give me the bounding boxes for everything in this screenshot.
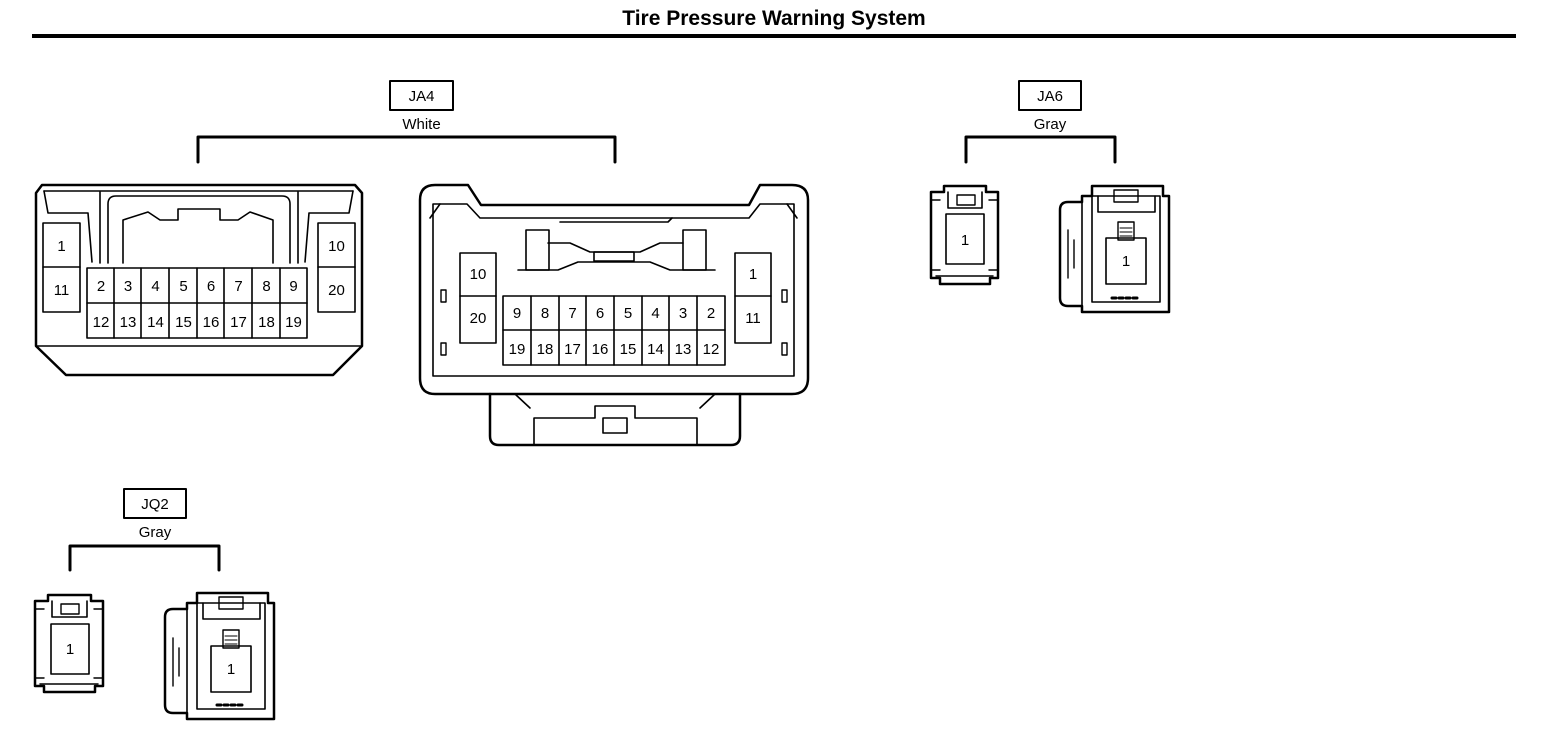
ja4-code: JA4 (409, 88, 435, 105)
ja4-male-pin: 1 (57, 238, 65, 255)
ja4-male-pin: 2 (97, 278, 105, 295)
ja4-male-pin: 4 (151, 278, 159, 295)
ja4-female-pin: 6 (596, 305, 604, 322)
ja4-male-pin: 6 (207, 278, 215, 295)
ja6-text: JA6 Gray 1 1 (961, 88, 1130, 270)
ja4-male-pin: 17 (230, 314, 247, 331)
jq2-text: JQ2 Gray 1 1 (66, 496, 235, 678)
ja4-male-connector (34, 183, 364, 377)
ja4-male-pin: 16 (203, 314, 220, 331)
ja4-male-pin: 11 (54, 282, 70, 299)
ja6-color: Gray (1034, 116, 1067, 133)
ja4-bracket (196, 135, 617, 164)
ja4-male-pin: 12 (93, 314, 110, 331)
ja4-male-pin: 18 (258, 314, 275, 331)
jq2-male-pin: 1 (66, 641, 74, 658)
ja4-male-pin: 5 (179, 278, 187, 295)
ja4-male-pin: 7 (234, 278, 242, 295)
ja4-male-pin: 9 (289, 278, 297, 295)
jq2-female-connector (163, 591, 276, 721)
ja4-female-pin: 12 (703, 341, 720, 358)
ja4-code-box (389, 80, 454, 111)
ja4-female-pin: 14 (647, 341, 664, 358)
ja4-female-connector (418, 183, 810, 447)
ja4-color: White (402, 116, 440, 133)
ja4-male-pin: 15 (175, 314, 192, 331)
ja6-female-pin: 1 (1122, 253, 1130, 270)
ja4-female-pin: 7 (568, 305, 576, 322)
ja4-male-pin: 13 (120, 314, 137, 331)
ja4-female-pin: 8 (541, 305, 549, 322)
ja4-male-pin: 19 (285, 314, 302, 331)
ja4-male-pin: 14 (147, 314, 164, 331)
ja4-male-pin: 20 (328, 282, 345, 299)
ja4-female-pin: 16 (592, 341, 609, 358)
ja4-female-pin: 3 (679, 305, 687, 322)
connector-ja6 (929, 80, 1171, 314)
title-rule (32, 34, 1516, 38)
jq2-female-pin: 1 (227, 661, 235, 678)
ja6-male-connector (929, 184, 1000, 286)
ja4-female-pin: 2 (707, 305, 715, 322)
jq2-male-connector (33, 593, 105, 694)
ja4-female-pin: 9 (513, 305, 521, 322)
ja4-female-pin: 5 (624, 305, 632, 322)
ja6-female-connector (1058, 184, 1171, 314)
page-title: Tire Pressure Warning System (622, 7, 926, 30)
ja4-text: JA4 White 1 11 10 20 2 3 4 5 6 7 8 9 12 … (54, 88, 761, 358)
ja4-female-pin: 4 (651, 305, 659, 322)
jq2-bracket (68, 544, 221, 572)
ja4-male-pin: 8 (262, 278, 270, 295)
connector-jq2 (33, 488, 276, 721)
ja4-female-pin: 18 (537, 341, 554, 358)
ja4-male-pin: 10 (328, 238, 345, 255)
ja4-female-pin: 20 (470, 310, 487, 327)
ja6-male-pin: 1 (961, 232, 969, 249)
ja6-code-box (1018, 80, 1082, 111)
ja4-female-pin: 11 (745, 310, 761, 327)
ja4-female-pin: 19 (509, 341, 526, 358)
ja4-female-pin: 10 (470, 266, 487, 283)
jq2-code-box (123, 488, 187, 519)
ja4-female-pin: 15 (620, 341, 637, 358)
connector-ja4 (34, 80, 810, 447)
ja6-bracket (964, 135, 1117, 164)
ja6-code: JA6 (1037, 88, 1063, 105)
ja4-male-pin: 3 (124, 278, 132, 295)
jq2-code: JQ2 (141, 496, 169, 513)
ja4-female-pin: 17 (564, 341, 581, 358)
ja4-female-pin: 1 (749, 266, 757, 283)
jq2-color: Gray (139, 524, 172, 541)
ja4-female-pin: 13 (675, 341, 692, 358)
